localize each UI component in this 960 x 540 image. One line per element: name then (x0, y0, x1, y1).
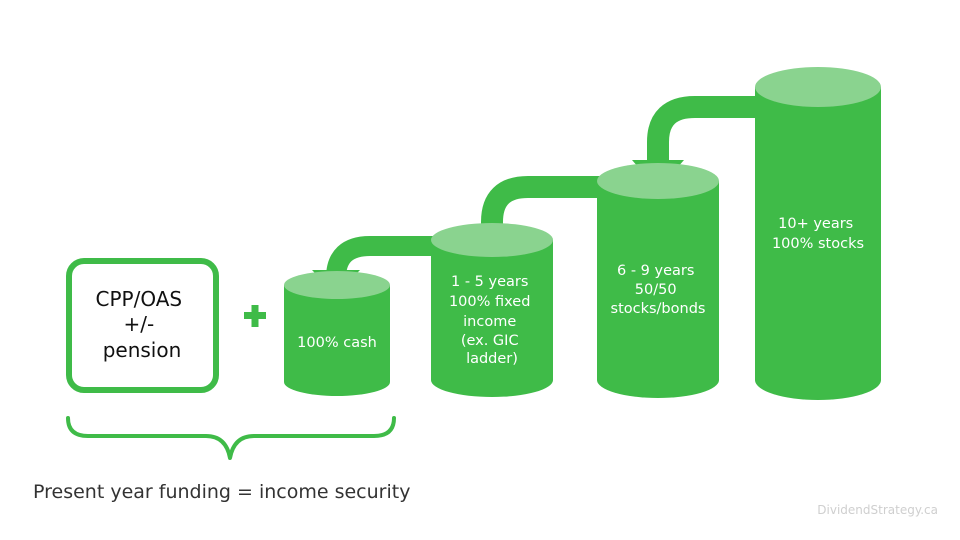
income-box-label: CPP/OAS +/- pension (96, 287, 189, 362)
bucket-fixed-income-line: (ex. GIC (461, 333, 519, 349)
bucket-stocks: 10+ years 100% stocks (755, 67, 881, 400)
bucket-balanced-line: stocks/bonds (611, 301, 706, 317)
bucket-fixed-income-line: 1 - 5 years (451, 274, 528, 290)
income-box: CPP/OAS +/- pension (66, 258, 219, 393)
bucket-fixed-income-line: income (463, 314, 516, 330)
watermark: DividendStrategy.ca (817, 503, 938, 517)
caption: Present year funding = income security (33, 481, 410, 503)
bucket-fixed-income-line: ladder) (466, 351, 518, 367)
bucket-cash-line: 100% cash (297, 335, 377, 351)
bucket-balanced-line: 50/50 (635, 282, 677, 298)
curly-brace-icon (66, 416, 396, 460)
bucket-balanced-label: 6 - 9 years 50/50 stocks/bonds (611, 263, 706, 317)
income-box-line: +/- (123, 312, 154, 336)
bucket-fixed-income-line: 100% fixed (449, 294, 530, 310)
bucket-stocks-line: 100% stocks (772, 236, 864, 252)
bucket-stocks-label: 10+ years 100% stocks (772, 216, 864, 252)
bucket-balanced: 6 - 9 years 50/50 stocks/bonds (597, 163, 719, 398)
bucket-cash: 100% cash (284, 271, 390, 396)
bucket-stocks-line: 10+ years (778, 216, 853, 232)
income-box-line: CPP/OAS (96, 287, 183, 311)
bucket-balanced-line: 6 - 9 years (617, 263, 694, 279)
income-box-line: pension (103, 338, 182, 362)
bucket-fixed-income-label: 1 - 5 years 100% fixed income (ex. GIC l… (449, 274, 535, 367)
plus-icon (244, 305, 266, 327)
bucket-cash-label: 100% cash (297, 335, 377, 351)
bucket-fixed-income: 1 - 5 years 100% fixed income (ex. GIC l… (431, 223, 553, 397)
